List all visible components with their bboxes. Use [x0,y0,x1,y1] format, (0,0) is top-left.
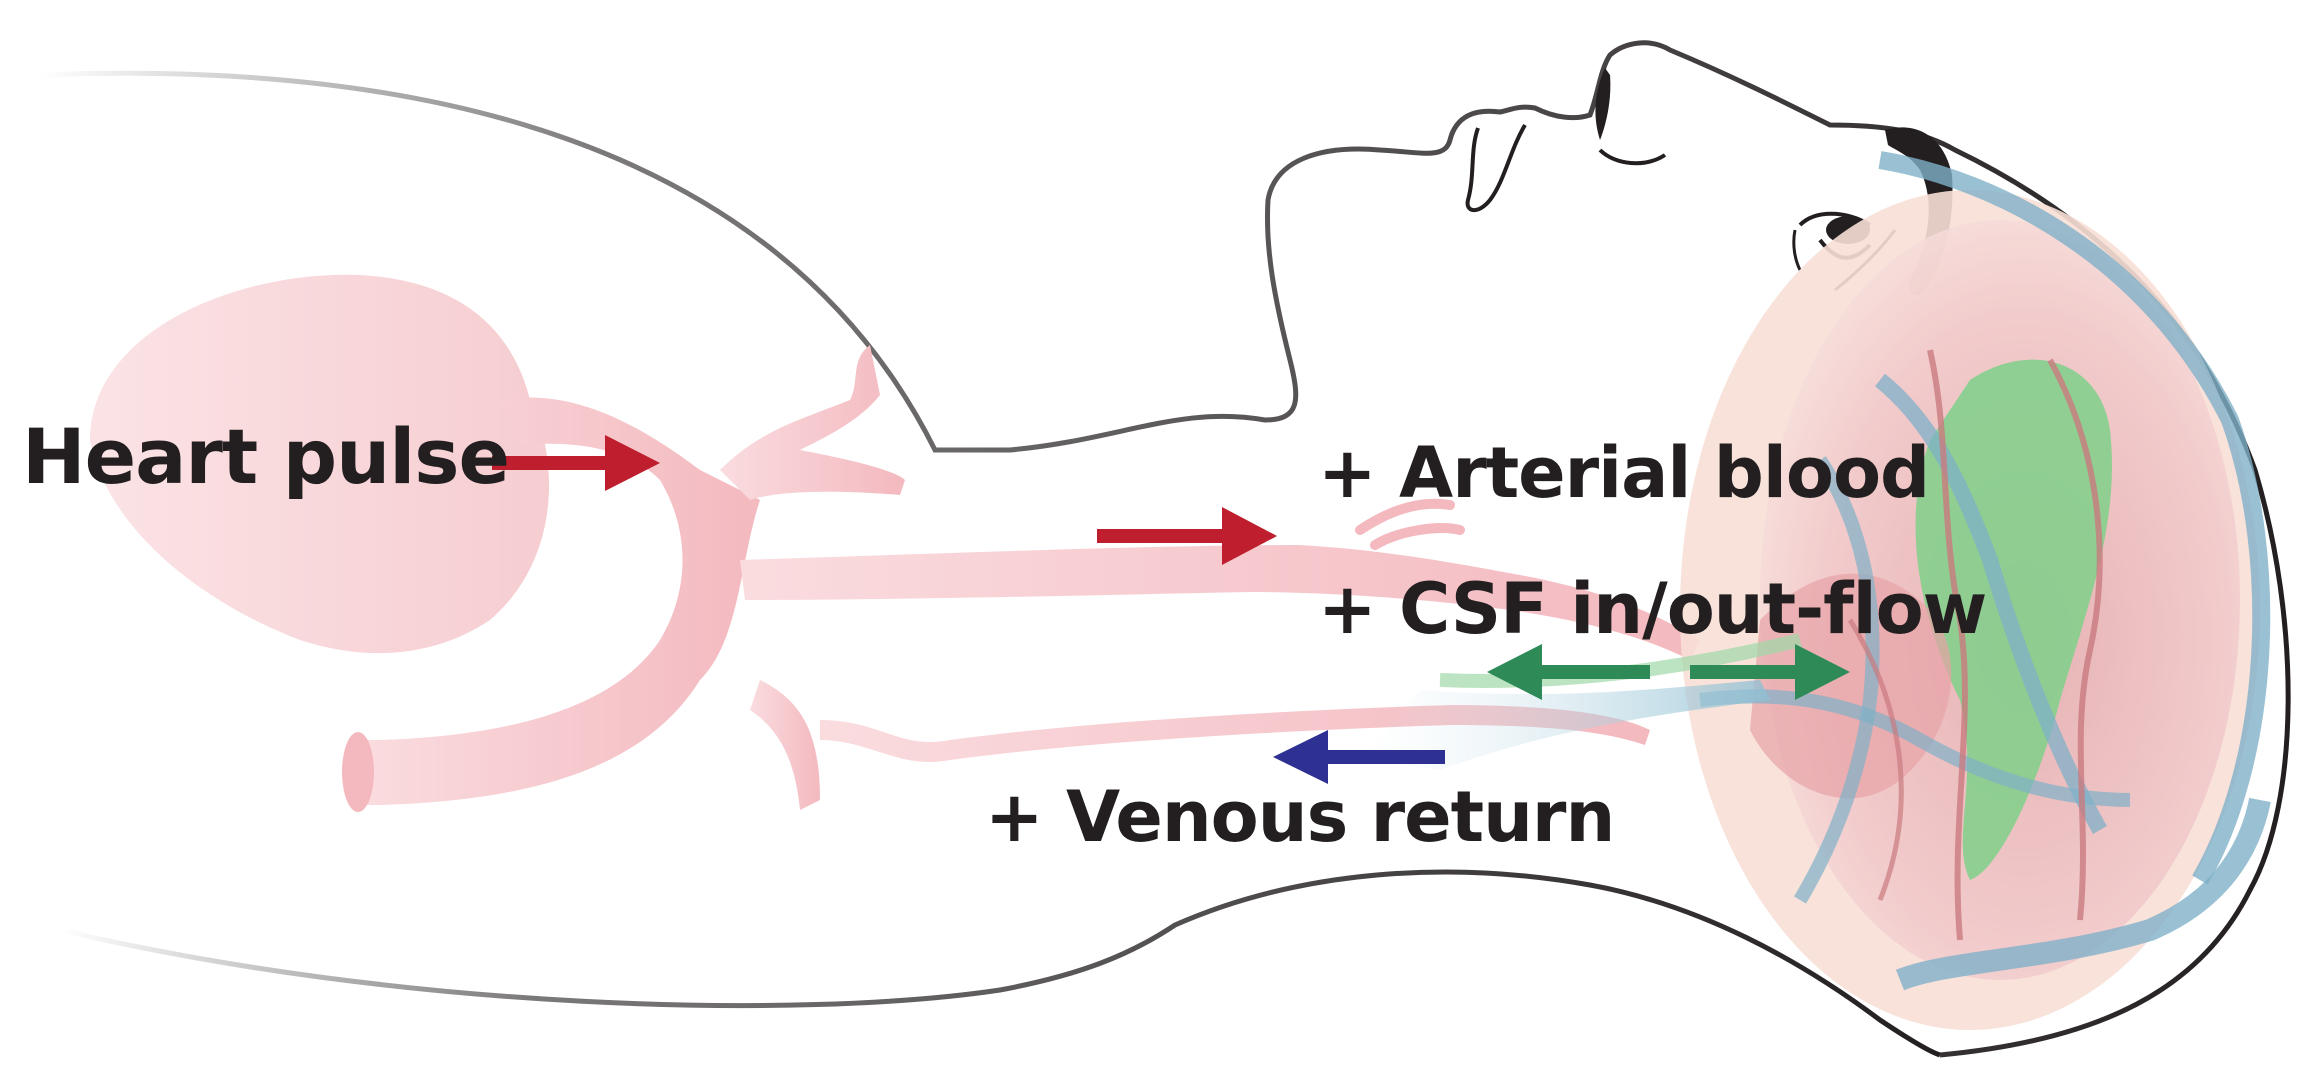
lips-outline [1468,125,1525,210]
csf-flow-label: + CSF in/out-flow [1318,568,1986,650]
aorta-opening [342,732,374,812]
body-outline-front [60,872,1940,1055]
nostril [1600,150,1665,163]
subclavian-branch [720,345,905,500]
arterial-blood-label: + Arterial blood [1318,432,1929,514]
heart-pulse-label: Heart pulse [22,412,509,501]
lower-branch [750,680,820,810]
nose-mark [1595,68,1610,140]
venous-return-label: + Venous return [985,776,1614,858]
